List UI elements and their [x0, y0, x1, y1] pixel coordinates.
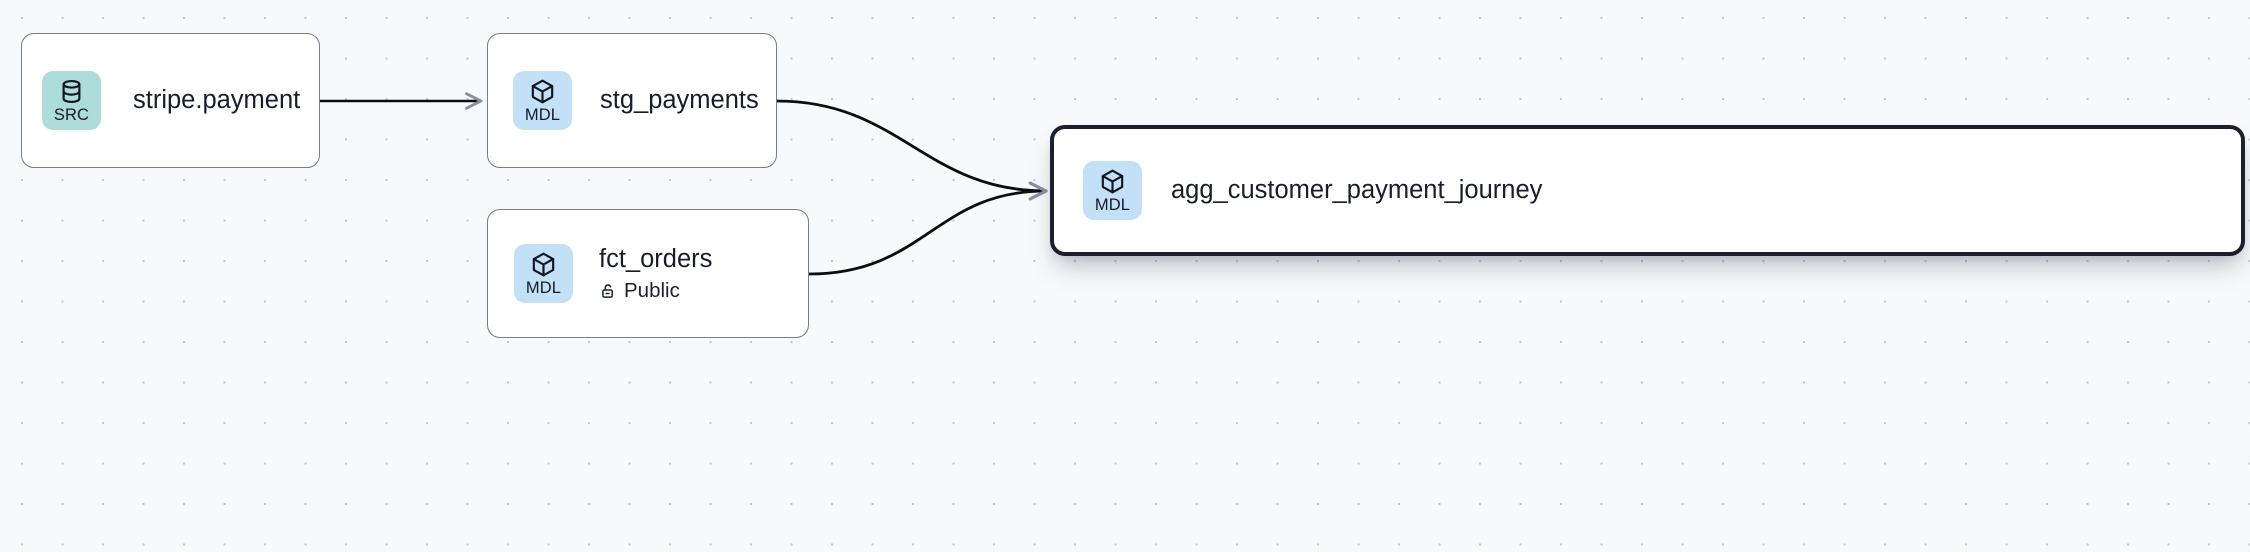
- cube-icon: [530, 251, 557, 278]
- cube-icon: [529, 78, 556, 105]
- database-icon: [58, 78, 85, 105]
- model-type-badge: MDL: [1083, 161, 1142, 220]
- lineage-node-fct-orders[interactable]: MDL fct_orders Public: [487, 209, 809, 338]
- lineage-node-agg-customer-payment-journey[interactable]: MDL agg_customer_payment_journey: [1050, 125, 2245, 256]
- unlocked-padlock-icon: [599, 282, 617, 300]
- model-type-badge: MDL: [513, 71, 572, 130]
- node-body: SRC stripe.payment: [22, 71, 319, 130]
- visibility-label: Public: [624, 279, 680, 302]
- lineage-node-stripe-payment[interactable]: SRC stripe.payment: [21, 33, 320, 168]
- source-type-badge: SRC: [42, 71, 101, 130]
- visibility-badge: Public: [599, 279, 712, 303]
- model-type-badge: MDL: [514, 244, 573, 303]
- node-text: fct_orders Public: [599, 244, 712, 303]
- node-title: fct_orders: [599, 245, 713, 273]
- node-body: MDL agg_customer_payment_journey: [1054, 161, 2241, 220]
- model-badge-label: MDL: [525, 278, 562, 297]
- cube-icon: [1099, 168, 1126, 195]
- node-title: stg_payments: [600, 86, 759, 114]
- model-badge-label: MDL: [524, 105, 561, 124]
- node-body: MDL stg_payments: [488, 71, 776, 130]
- node-text: agg_customer_payment_journey: [1171, 175, 1542, 206]
- node-text: stripe.payment: [133, 85, 300, 116]
- node-title: stripe.payment: [133, 86, 301, 114]
- node-text: stg_payments: [600, 85, 759, 116]
- edge-fct-to-agg: [808, 181, 1048, 276]
- model-badge-label: MDL: [1094, 195, 1131, 214]
- source-badge-label: SRC: [53, 105, 90, 124]
- edge-stg-to-agg: [776, 99, 1048, 201]
- node-title: agg_customer_payment_journey: [1171, 176, 1543, 204]
- node-body: MDL fct_orders Public: [488, 244, 808, 303]
- lineage-node-stg-payments[interactable]: MDL stg_payments: [487, 33, 777, 168]
